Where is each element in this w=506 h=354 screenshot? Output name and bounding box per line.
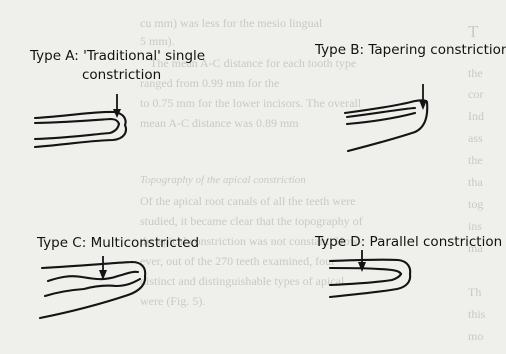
bleed-line: distinct and distinguishable types of ap…	[140, 274, 345, 288]
type-a-label: Type A: 'Traditional' single	[29, 48, 205, 64]
bleed-line: cu mm) was less for the mesio lingual	[140, 16, 323, 30]
bleed-line: T	[468, 22, 479, 41]
bleed-line: ass	[468, 131, 483, 145]
type-c-canal-upper	[48, 272, 138, 281]
bleed-line: tog	[468, 197, 483, 211]
bleed-line: the	[468, 153, 483, 167]
bleed-line: Th	[468, 285, 481, 299]
type-a-canal-upper	[35, 119, 119, 124]
bleed-through-text: cu mm) was less for the mesio lingual 5 …	[140, 16, 486, 343]
bleed-line: cor	[468, 87, 483, 101]
type-c-canal-wall-upper	[42, 262, 145, 276]
type-c-canal-lower	[45, 279, 140, 296]
bleed-line: mean A-C distance was 0.89 mm	[140, 116, 299, 130]
type-b-label: Type B: Tapering constriction	[314, 42, 506, 58]
type-c-arrow-icon	[99, 256, 107, 280]
type-a-canal-lower	[35, 124, 119, 139]
bleed-line: were (Fig. 5).	[140, 294, 205, 308]
bleed-line: ins	[468, 219, 482, 233]
bleed-line: Topography of the apical constriction	[140, 174, 306, 186]
bleed-line: Ind	[468, 109, 484, 123]
bleed-line: studied, it became clear that the topogr…	[140, 214, 363, 228]
type-b-arrow-icon	[419, 84, 427, 110]
bleed-line: 5 mm).	[140, 34, 175, 48]
bleed-line: mo	[468, 329, 483, 343]
bleed-line: to 0.75 mm for the lower incisors. The o…	[140, 96, 362, 110]
type-c-label: Type C: Multiconstricted	[36, 235, 199, 251]
bleed-line: tha	[468, 175, 483, 189]
bleed-line: ever, out of the 270 teeth examined, fou…	[140, 254, 335, 268]
bleed-line: the	[468, 66, 483, 80]
bleed-line: Of the apical root canals of all the tee…	[140, 194, 356, 208]
type-d-label: Type D: Parallel constriction	[314, 234, 502, 250]
type-a-label-line2: constriction	[82, 67, 161, 83]
type-c-canal-wall-lower	[40, 276, 145, 318]
bleed-line: this	[468, 307, 486, 321]
